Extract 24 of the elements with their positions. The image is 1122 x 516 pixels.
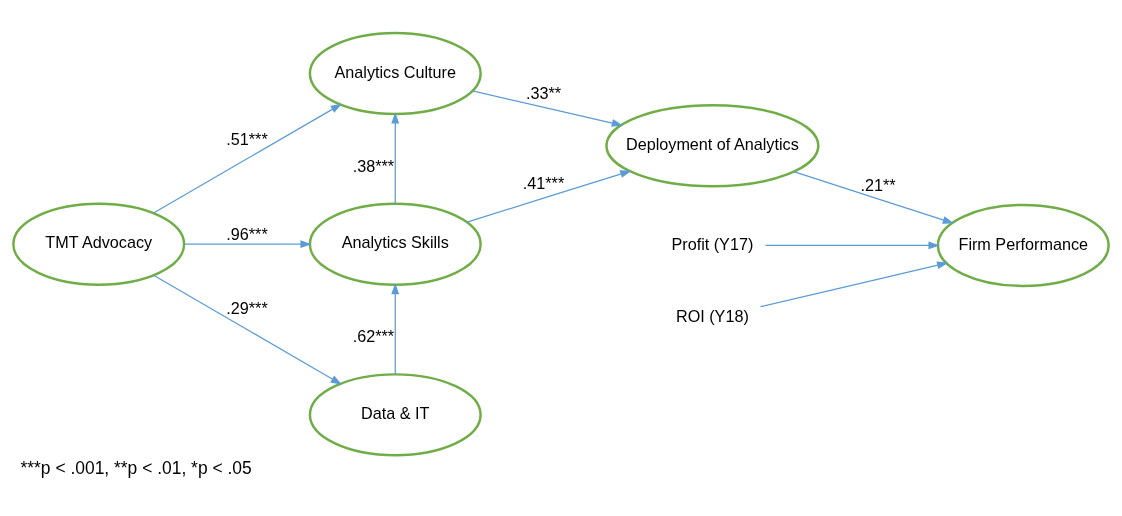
node-ellipse: Deployment of Analytics: [605, 103, 820, 187]
arrow: [472, 89, 623, 127]
node-text: Profit (Y17): [671, 234, 754, 253]
edge-label: .21**: [860, 175, 896, 194]
arrow: [152, 274, 342, 385]
arrow: [391, 111, 400, 204]
arrow: [391, 282, 400, 375]
edge-label: .96***: [226, 224, 268, 243]
edge-label: .29***: [226, 298, 268, 317]
edge-label: .38***: [352, 156, 395, 175]
arrow: [793, 170, 954, 224]
arrow: [152, 103, 342, 214]
edge-label: .62***: [352, 326, 395, 345]
node-ellipse: TMT Advocacy: [12, 201, 186, 286]
node-ellipse: Analytics Skills: [308, 201, 482, 286]
arrow: [183, 239, 312, 248]
edge-label: .51***: [226, 129, 268, 148]
edge-label: .33**: [525, 83, 562, 102]
arrow: [466, 169, 632, 223]
arrow: [764, 241, 940, 249]
arrow: [759, 260, 949, 307]
node-text: ROI (Y18): [675, 306, 749, 325]
caption: ***p < .001, **p < .01, *p < .05: [20, 457, 252, 478]
edge-label: .41***: [522, 173, 565, 192]
